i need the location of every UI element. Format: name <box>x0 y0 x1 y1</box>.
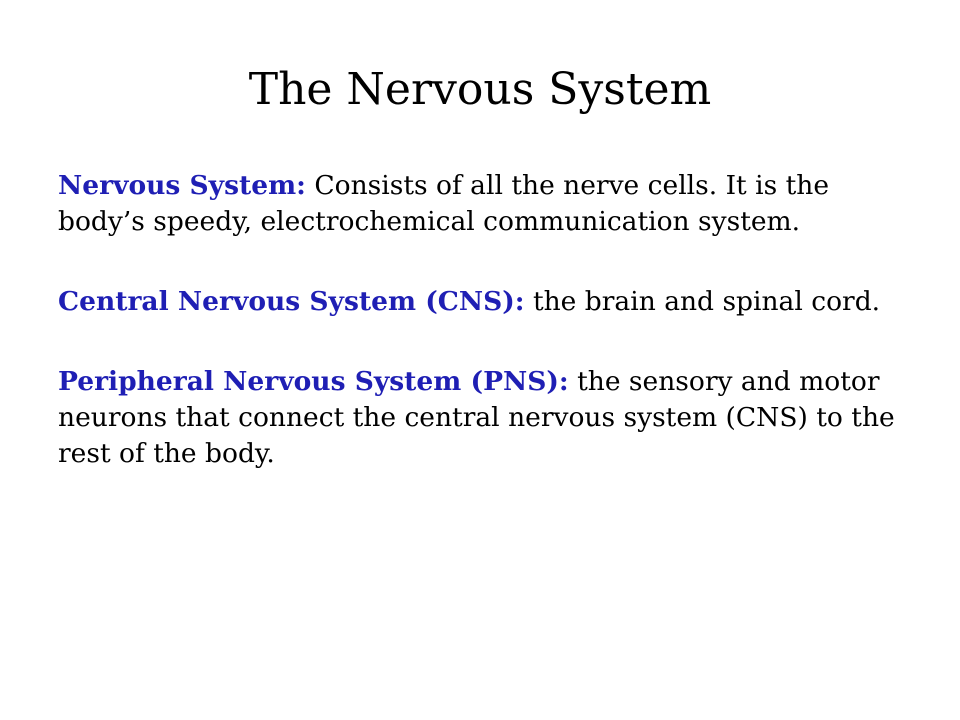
term-label: Nervous System: <box>58 170 306 201</box>
slide-title: The Nervous System <box>248 64 712 115</box>
slide-body: Nervous System: Consists of all the nerv… <box>58 168 918 516</box>
term-label: Peripheral Nervous System (PNS): <box>58 366 569 397</box>
definition-text: the brain and spinal cord. <box>524 286 881 317</box>
definition-pns: Peripheral Nervous System (PNS): the sen… <box>58 364 918 472</box>
definition-nervous-system: Nervous System: Consists of all the nerv… <box>58 168 918 240</box>
definition-cns: Central Nervous System (CNS): the brain … <box>58 284 918 320</box>
definition-text: the sensory and motor neurons that conne… <box>58 366 895 469</box>
definition-text: Consists of all the nerve cells. It is t… <box>58 170 830 237</box>
term-label: Central Nervous System (CNS): <box>58 286 525 317</box>
